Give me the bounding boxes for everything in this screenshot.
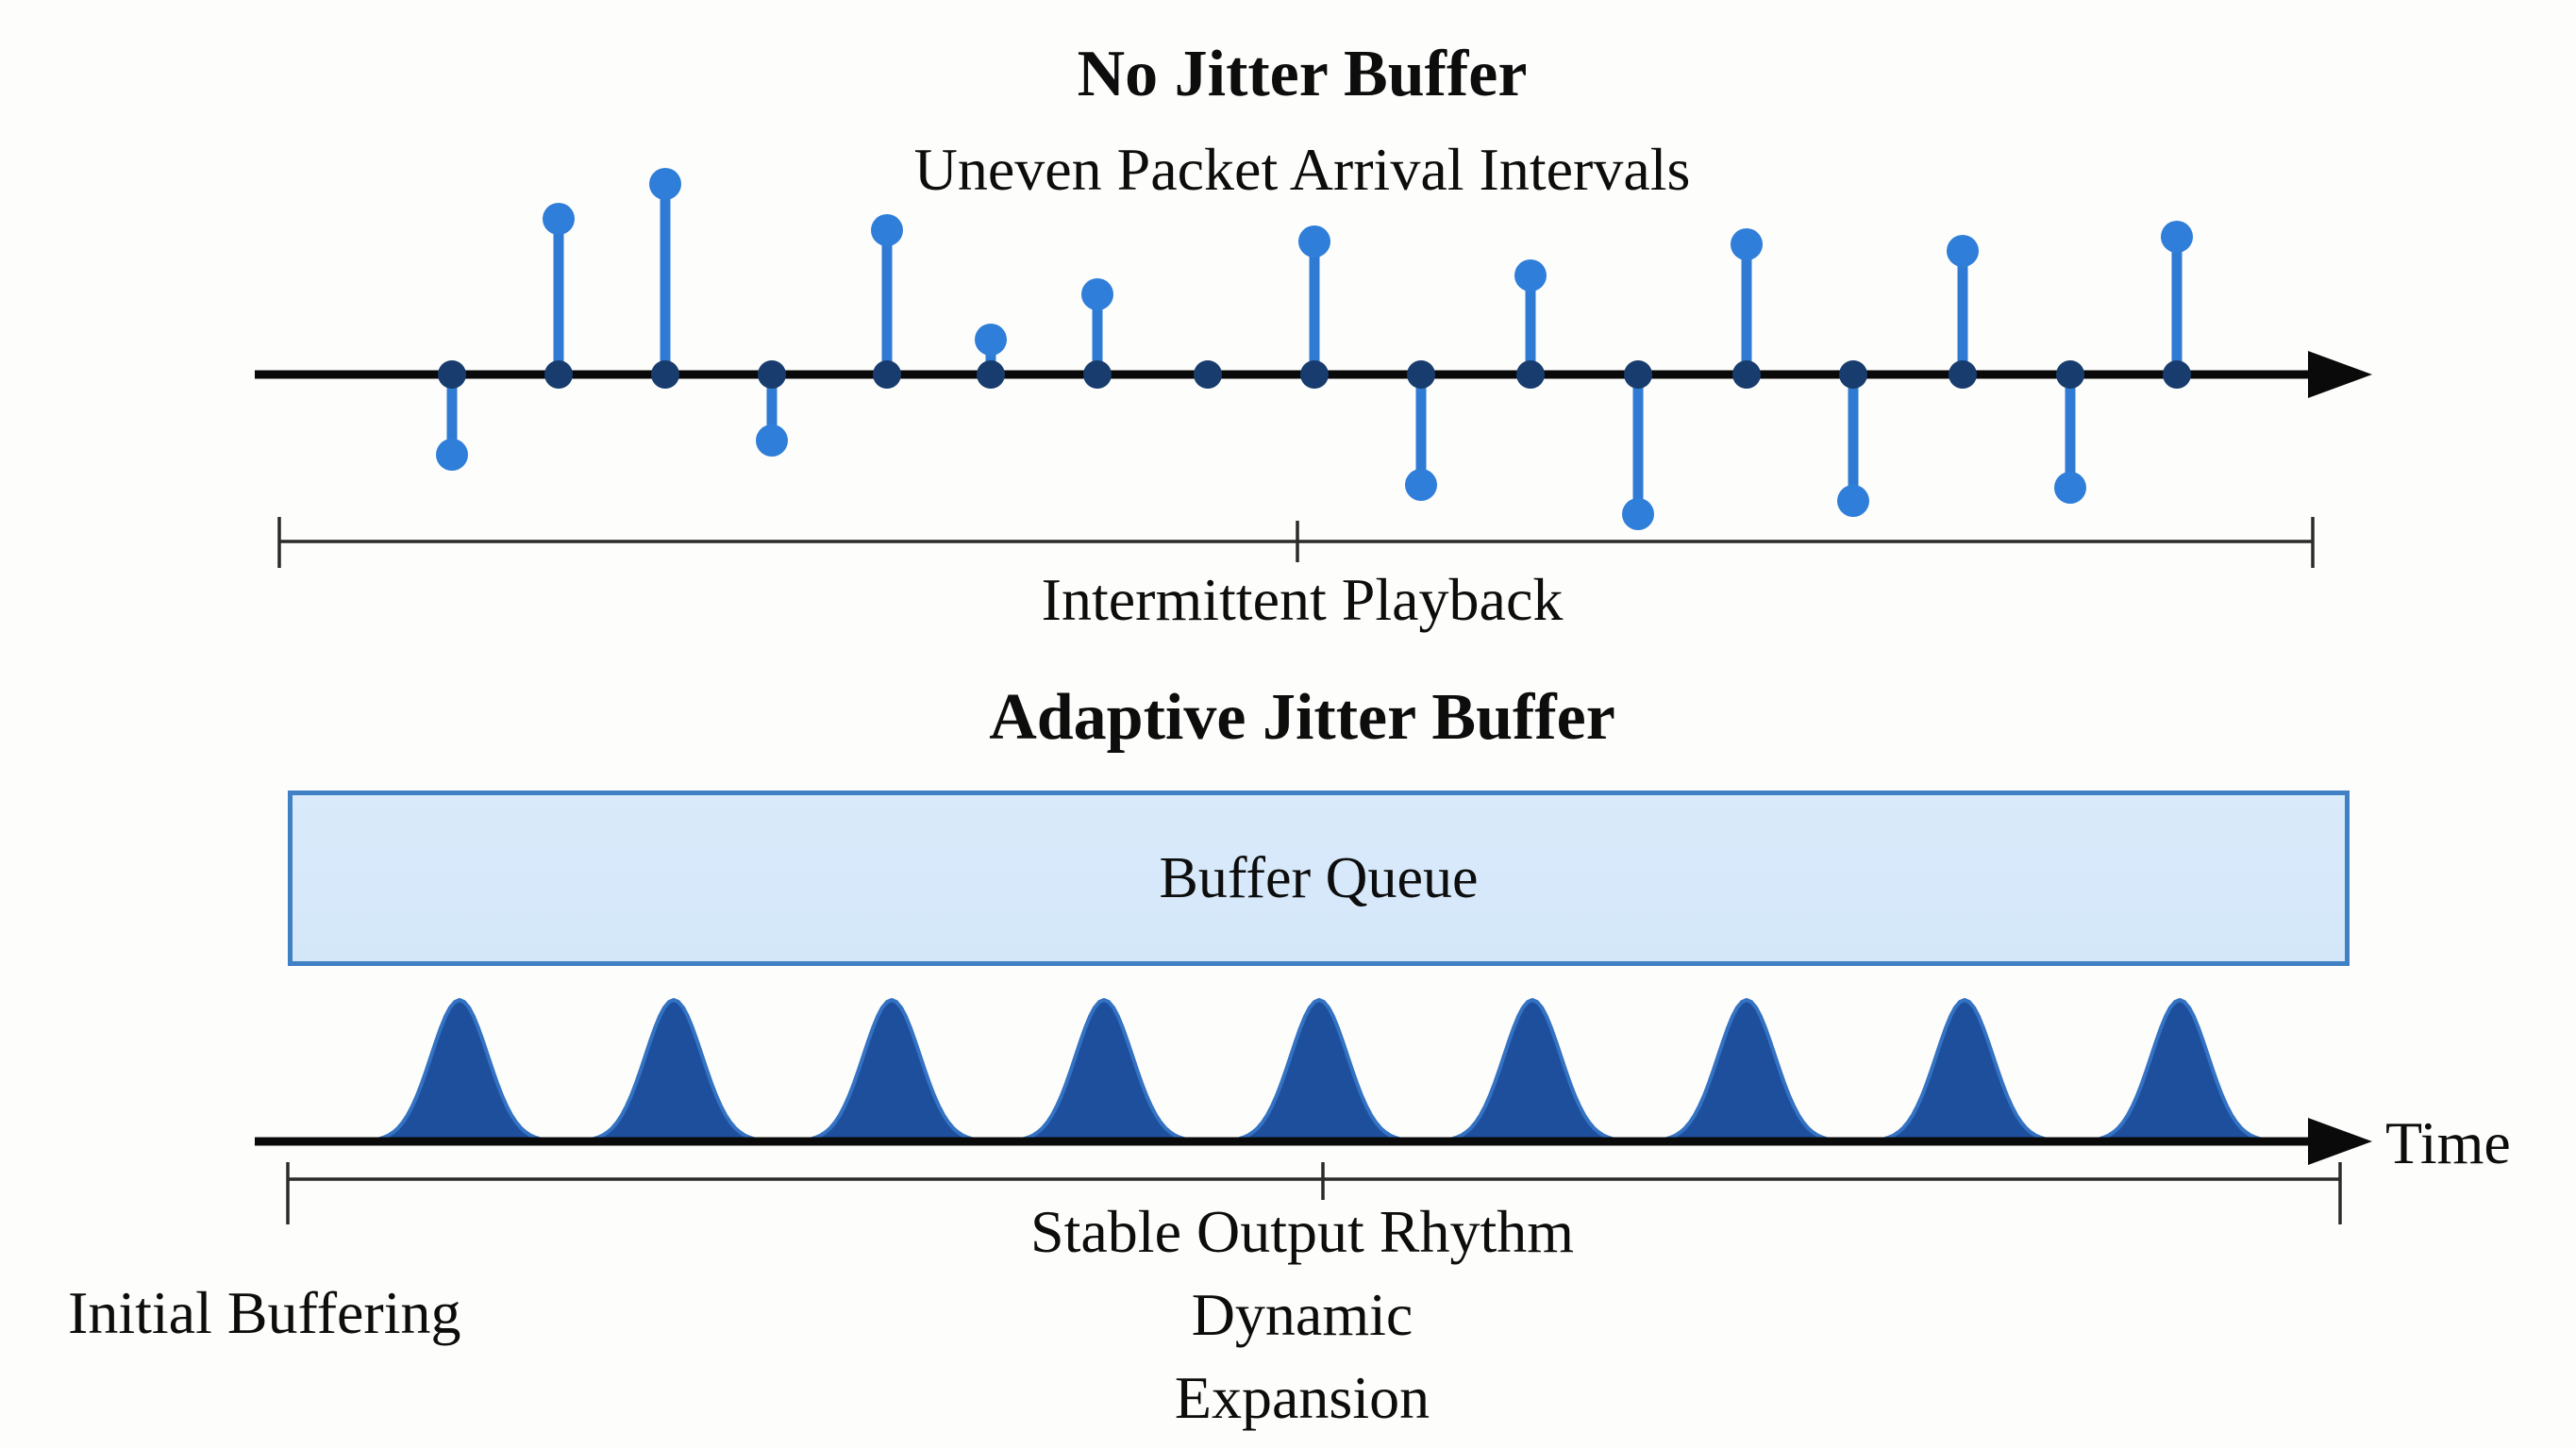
dynamic-expansion-label-line1: Dynamic — [1191, 1281, 1413, 1348]
packet-spike-dot — [975, 324, 1007, 356]
packet-spike-dot — [436, 439, 468, 471]
output-peak — [1210, 998, 1429, 1143]
axis-dot — [977, 360, 1005, 389]
axis-dot — [544, 360, 573, 389]
uneven-arrival-subtitle: Uneven Packet Arrival Intervals — [913, 136, 1691, 203]
axis-dot — [2056, 360, 2084, 389]
axis-dot — [1300, 360, 1329, 389]
packet-spike-dot — [1405, 469, 1437, 501]
output-peak — [1423, 998, 1642, 1143]
packet-spike-dot — [2161, 221, 2193, 253]
axis-dot — [1732, 360, 1761, 389]
top-axis-arrowhead — [2308, 351, 2372, 398]
axis-dot — [2163, 360, 2191, 389]
dynamic-expansion-label-line2: Expansion — [1174, 1364, 1430, 1431]
buffer-queue-label: Buffer Queue — [1159, 845, 1479, 910]
axis-dot — [1516, 360, 1545, 389]
output-peak — [350, 998, 569, 1143]
packet-spike-dot — [871, 214, 903, 246]
intermittent-playback-label: Intermittent Playback — [1041, 566, 1564, 633]
packet-spike-dot — [756, 424, 788, 457]
output-peak — [1637, 998, 1856, 1143]
axis-dot — [651, 360, 679, 389]
stable-output-rhythm-label: Stable Output Rhythm — [1030, 1198, 1574, 1265]
packet-spike-dot — [1298, 225, 1330, 258]
adaptive-jitter-buffer-title: Adaptive Jitter Buffer — [989, 681, 1615, 754]
packet-spike-dot — [1837, 485, 1869, 517]
axis-dot — [873, 360, 901, 389]
axis-dot — [438, 360, 466, 389]
output-peak — [2070, 998, 2289, 1143]
packet-spike-dot — [1514, 259, 1547, 291]
output-peak — [995, 998, 1213, 1143]
axis-dot — [1083, 360, 1112, 389]
axis-dot — [1839, 360, 1867, 389]
output-peak — [782, 998, 1001, 1143]
axis-dot — [758, 360, 786, 389]
top-bracket — [277, 517, 2315, 568]
packet-spike-dot — [649, 168, 681, 200]
packet-spike-dot — [1081, 278, 1113, 310]
output-peak — [1855, 998, 2074, 1143]
packet-spike-dot — [1947, 235, 1979, 267]
axis-dot — [1194, 360, 1222, 389]
packet-spike-dot — [1622, 498, 1654, 530]
packet-spike-dot — [2054, 472, 2086, 504]
axis-dot — [1407, 360, 1435, 389]
bottom-bracket — [286, 1162, 2342, 1224]
axis-dot — [1949, 360, 1977, 389]
bottom-axis-arrowhead — [2308, 1118, 2372, 1165]
axis-dot — [1624, 360, 1652, 389]
initial-buffering-label: Initial Buffering — [68, 1279, 461, 1346]
output-peak — [564, 998, 783, 1143]
buffer-queue-box: Buffer Queue — [288, 791, 2350, 966]
packet-spike-dot — [1731, 228, 1763, 260]
packet-spike-dot — [543, 203, 575, 235]
no-jitter-buffer-title: No Jitter Buffer — [1077, 38, 1528, 110]
time-axis-label: Time — [2385, 1109, 2511, 1176]
